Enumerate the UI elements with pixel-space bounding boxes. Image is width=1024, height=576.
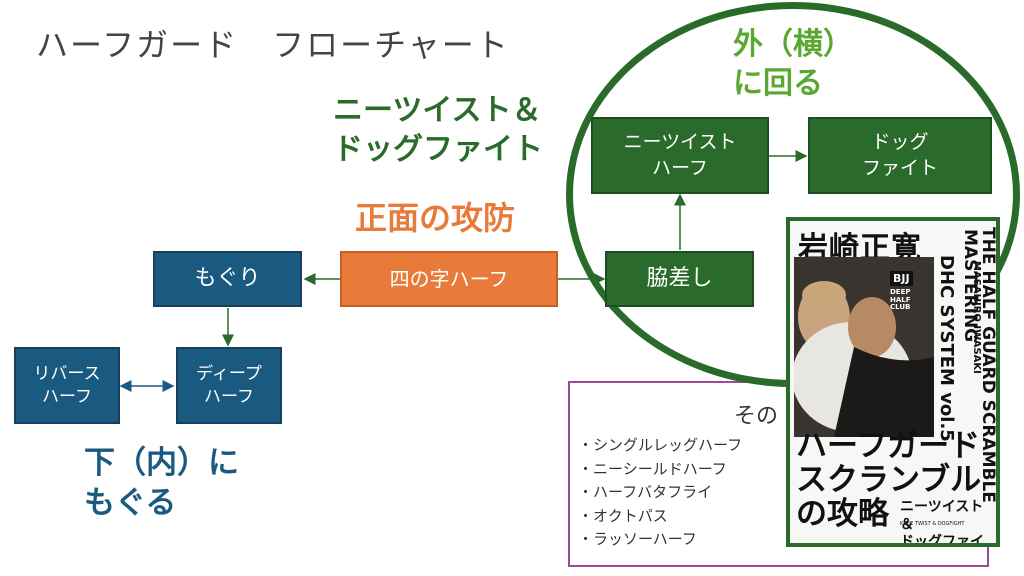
others-item: ・オクトパス [578,506,668,525]
label-inside: 下（内）に もぐる [84,445,239,522]
fighters-photo-icon [794,257,934,437]
node-deep-half: ディープ ハーフ [176,347,282,424]
book-author-en: MASAHIRO IWASAKI [971,261,982,374]
node-dogfight: ドッグ ファイト [808,117,992,194]
node-wakizashi: 脇差し [605,251,754,307]
node-reverse-half: リバース ハーフ [14,347,120,424]
book-main-title: ハーフガード スクランブル の攻略 [796,428,982,533]
book-mastering: MASTERING [960,229,980,343]
others-title: その [734,404,779,429]
book-subtitle-en: KNEE TWIST & DOGFIGHT [900,521,965,527]
others-item: ・ニーシールドハーフ [578,459,727,478]
book-cover: 岩崎正寛 BJJ DEEP HALF CLUB DHC SYSTEM vol.5… [786,217,1000,547]
book-english-title: THE HALF GUARD SCRAMBLE [978,227,998,503]
label-front-defense: 正面の攻防 [355,199,516,237]
book-club: DEEP HALF CLUB [890,288,911,312]
label-kneetwist-dogfight: ニーツイスト＆ ドッグファイト [333,93,543,167]
page-title: ハーフガード フローチャート [36,26,510,64]
book-subtitle: ニーツイスト ＆ ドッグファイト [900,499,984,547]
others-item: ・ラッソーハーフ [578,530,697,548]
others-list: ・シングルレッグハーフ ・ニーシールドハーフ ・ハーフバタフライ ・オクトパス … [578,434,742,552]
book-series: DHC SYSTEM vol.5 [936,255,957,442]
book-photo: BJJ DEEP HALF CLUB [794,257,934,437]
label-outside: 外（横） に回る [733,27,853,101]
others-item: ・ハーフバタフライ [578,483,713,501]
node-yonnoji-half: 四の字ハーフ [340,251,558,307]
others-item: ・シングルレッグハーフ [578,436,743,454]
node-kneetwist-half: ニーツイスト ハーフ [591,117,769,194]
node-moguri: もぐり [153,251,302,307]
book-logo: BJJ [890,271,913,286]
